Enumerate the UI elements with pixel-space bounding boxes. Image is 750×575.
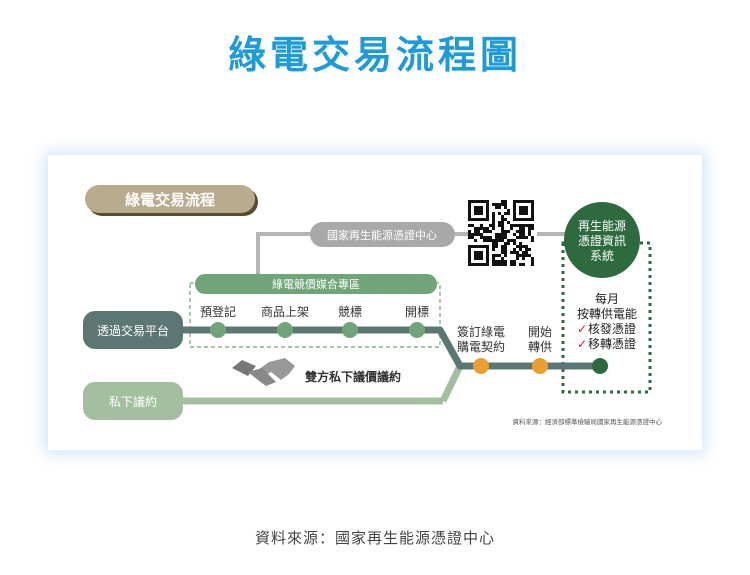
info-system-line: 系統: [590, 249, 614, 263]
private-merge-line: [439, 364, 464, 403]
step-dot: [277, 322, 293, 338]
step-label: 開標: [405, 305, 429, 319]
caption: 資料來源：國家再生能源憑證中心: [254, 529, 495, 547]
matching-zone-box: [189, 282, 441, 348]
private-route-label: 私下議約: [109, 394, 157, 409]
check-icon: ✓: [577, 337, 587, 351]
private-route-pill: [83, 382, 183, 420]
badge-label: 綠電交易流程: [125, 191, 215, 209]
milestone-dot: [473, 358, 489, 374]
handshake-icon: [232, 358, 295, 386]
diagram-source: 資料來源：經濟部標準檢驗局國家再生能源憑證中心: [513, 417, 663, 426]
certificate-center-pill: [310, 222, 455, 247]
certificate-center-label: 國家再生能源憑證中心: [327, 228, 437, 242]
step-dot: [409, 322, 425, 338]
sign-contract-label: 簽訂綠電: [457, 324, 505, 339]
milestone-dot: [592, 358, 608, 374]
step-label: 競標: [338, 304, 362, 319]
platform-line: [183, 326, 600, 370]
step-label: 預登記: [200, 304, 236, 319]
step-dot: [210, 322, 226, 338]
sign-contract-label: 購電契約: [457, 339, 505, 354]
monthly-label: 每月: [595, 291, 619, 306]
monthly-label: 按轉供電能: [577, 307, 637, 321]
check-icon: ✓: [577, 322, 587, 336]
info-system-circle: [564, 202, 640, 278]
platform-route-pill: [83, 311, 183, 349]
badge: [85, 185, 255, 213]
matching-zone-label: 綠電競價媒合專區: [272, 277, 360, 291]
check-item: 核發憑證: [588, 321, 636, 336]
private-note: 雙方私下議價議約: [305, 369, 401, 384]
step-dot: [342, 322, 358, 338]
start-wheeling-label: 開始: [528, 325, 552, 339]
step-label: 商品上架: [261, 304, 309, 319]
platform-route-label: 透過交易平台: [97, 323, 169, 338]
milestone-dot: [532, 358, 548, 374]
info-system-line: 再生能源: [578, 219, 626, 233]
qr-code-icon: [468, 200, 534, 266]
check-item: 移轉憑證: [588, 336, 636, 351]
matching-zone-pill: [195, 274, 437, 294]
info-system-line: 憑證資訊: [578, 233, 626, 248]
start-wheeling-label: 轉供: [528, 340, 552, 354]
page-title: 綠電交易流程圖: [227, 33, 522, 77]
